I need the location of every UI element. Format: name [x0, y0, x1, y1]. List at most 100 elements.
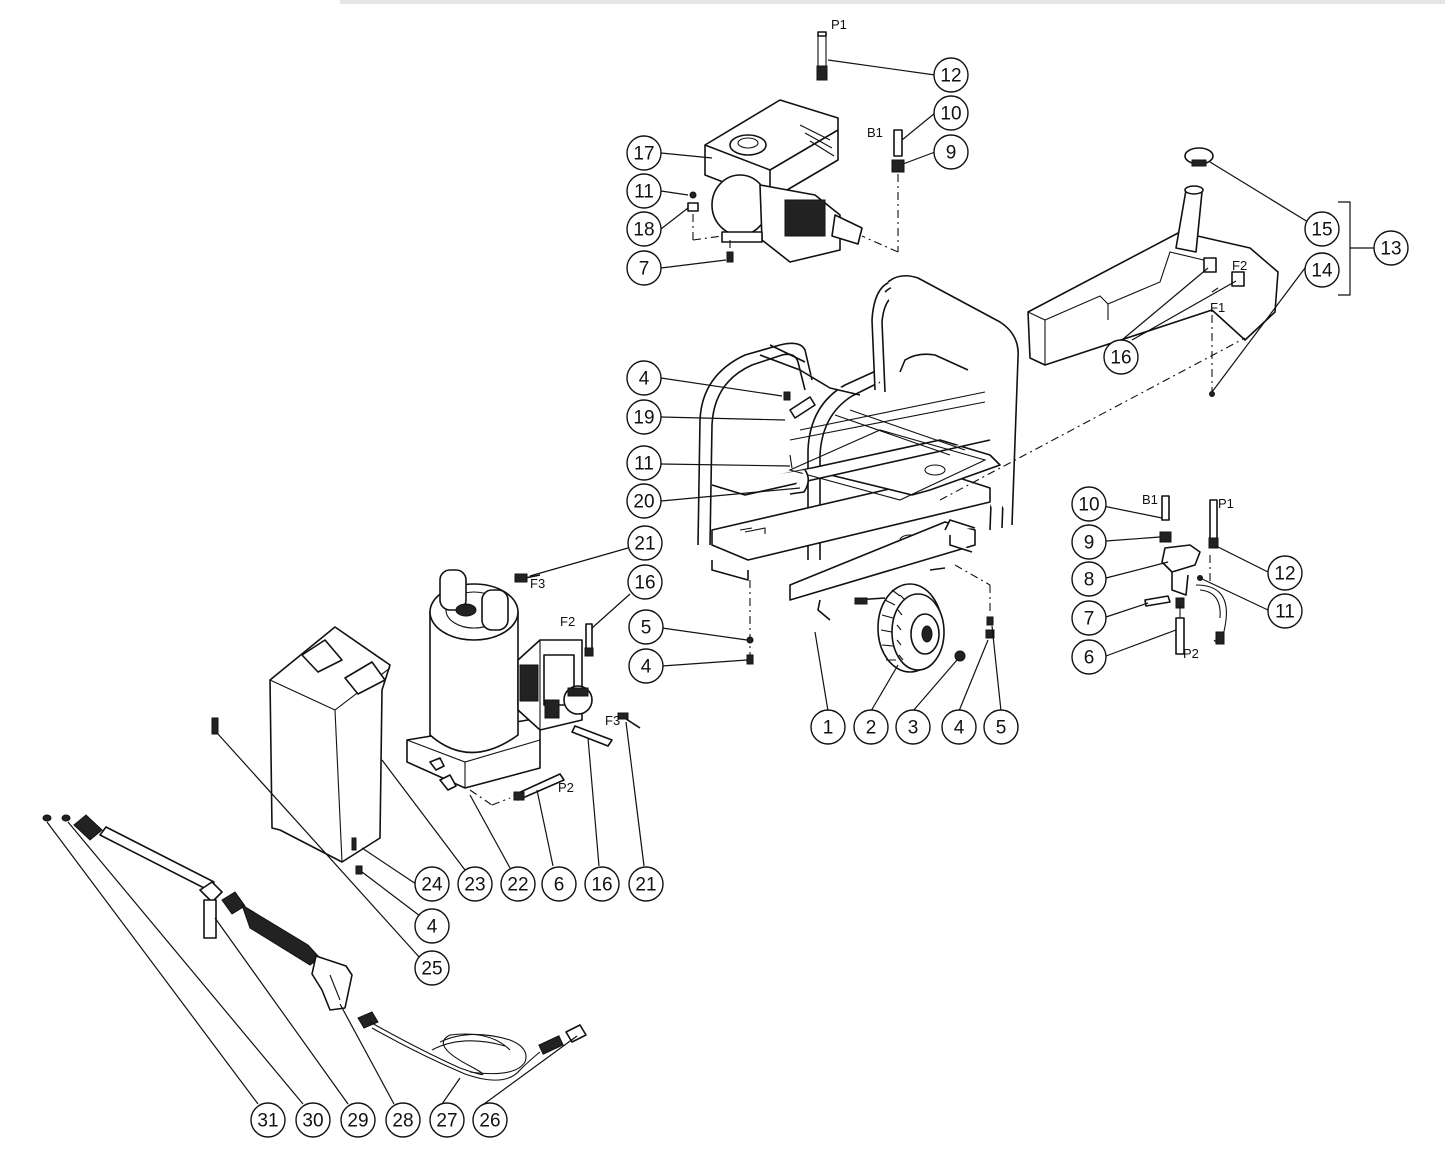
callout-16-boiler-label: 16: [634, 573, 655, 594]
callout-5-wheel: 5: [983, 709, 1019, 745]
unloader-assembly: [1144, 495, 1227, 655]
callout-16-tank: 16: [1103, 339, 1139, 375]
callout-6-boiler-label: 6: [554, 875, 565, 896]
callout-7-engine-label: 7: [639, 259, 650, 280]
callout-31-label: 31: [257, 1111, 278, 1132]
leader-lines: [46, 59, 1375, 1105]
callout-16-bottom-label: 16: [591, 875, 612, 896]
callout-9-engine-label: 9: [946, 143, 957, 164]
boiler-assembly: [406, 569, 641, 806]
callout-28: 28: [385, 1102, 421, 1138]
callout-13-label: 13: [1380, 239, 1401, 260]
callout-4-top-label: 4: [639, 369, 650, 390]
callout-14: 14: [1304, 252, 1340, 288]
callout-5-wheel-label: 5: [996, 718, 1007, 739]
callout-24: 24: [414, 866, 450, 902]
callout-26-label: 26: [479, 1111, 500, 1132]
callout-1-label: 1: [823, 718, 834, 739]
engine-pump-assembly: [687, 31, 863, 263]
callout-9-valve-label: 9: [1084, 533, 1095, 554]
callout-23: 23: [457, 866, 493, 902]
tag-f3-top: F3: [530, 576, 545, 591]
tag-f1-tank: F1: [1210, 300, 1225, 315]
callout-19-label: 19: [633, 408, 654, 429]
frame-cart: [697, 274, 1246, 665]
callout-22: 22: [500, 866, 536, 902]
wheel: [877, 583, 966, 673]
callout-4-wheel-label: 4: [954, 718, 965, 739]
callout-10-valve-label: 10: [1078, 495, 1099, 516]
callout-11-engine-label: 11: [634, 182, 654, 203]
callout-3: 3: [895, 709, 931, 745]
wand-gun-hose: [42, 814, 587, 1081]
tag-b1-valve: B1: [1142, 492, 1158, 507]
callout-1: 1: [810, 709, 846, 745]
callout-30: 30: [295, 1102, 331, 1138]
callout-9-valve: 9: [1071, 524, 1107, 560]
callout-4-top: 4: [626, 360, 662, 396]
callout-12-engine: 12: [933, 57, 969, 93]
callout-21-bottom-label: 21: [635, 875, 656, 896]
tag-f3-bottom: F3: [605, 713, 620, 728]
tag-p1-engine: P1: [831, 17, 847, 32]
callout-25: 25: [414, 950, 450, 986]
callout-30-label: 30: [302, 1111, 323, 1132]
callout-11-frame: 11: [626, 445, 662, 481]
tag-f2-boiler: F2: [560, 614, 575, 629]
callout-9-engine: 9: [933, 134, 969, 170]
callout-10-engine: 10: [933, 95, 969, 131]
callout-17-label: 17: [633, 144, 654, 165]
callout-8: 8: [1071, 561, 1107, 597]
callout-6-boiler: 6: [541, 866, 577, 902]
callout-31: 31: [250, 1102, 286, 1138]
callout-16-tank-label: 16: [1110, 348, 1131, 369]
callout-21-top: 21: [627, 525, 663, 561]
callout-20: 20: [626, 483, 662, 519]
callout-20-label: 20: [633, 492, 654, 513]
callout-10-engine-label: 10: [940, 104, 961, 125]
tag-p2-hose: P2: [558, 780, 574, 795]
callout-6-valve: 6: [1071, 639, 1107, 675]
callout-2-label: 2: [866, 718, 877, 739]
callout-10-valve: 10: [1071, 486, 1107, 522]
callout-13: 13: [1373, 230, 1409, 266]
callout-11-engine: 11: [626, 173, 662, 209]
callout-22-label: 22: [507, 875, 528, 896]
callout-19: 19: [626, 399, 662, 435]
callout-29-label: 29: [347, 1111, 368, 1132]
callout-4-frame: 4: [628, 648, 664, 684]
engine-bypass-parts: [861, 129, 905, 253]
callout-7-engine: 7: [626, 250, 662, 286]
callout-27-label: 27: [436, 1111, 457, 1132]
callout-8-label: 8: [1084, 570, 1095, 591]
callout-12-engine-label: 12: [940, 66, 961, 87]
callout-12-valve: 12: [1267, 555, 1303, 591]
callout-17: 17: [626, 135, 662, 171]
callout-7-valve: 7: [1071, 600, 1107, 636]
tag-f2-tank: F2: [1232, 258, 1247, 273]
callout-7-valve-label: 7: [1084, 609, 1095, 630]
callout-25-label: 25: [421, 959, 442, 980]
callout-5-frame: 5: [628, 609, 664, 645]
callout-4-wheel: 4: [941, 709, 977, 745]
callout-15-label: 15: [1311, 220, 1332, 241]
callout-11-frame-label: 11: [634, 454, 654, 475]
heat-shield: [211, 626, 391, 875]
callout-16-bottom: 16: [584, 866, 620, 902]
callout-21-bottom: 21: [628, 866, 664, 902]
callout-15: 15: [1304, 211, 1340, 247]
callout-23-label: 23: [464, 875, 485, 896]
callout-11-valve: 11: [1267, 593, 1303, 629]
callout-24-label: 24: [421, 875, 443, 896]
callout-21-top-label: 21: [634, 534, 655, 555]
callout-4-shield-label: 4: [427, 917, 438, 938]
callout-26: 26: [472, 1102, 508, 1138]
callout-16-boiler: 16: [627, 564, 663, 600]
tag-p2-valve: P2: [1183, 646, 1199, 661]
callout-5-frame-label: 5: [641, 618, 652, 639]
callout-4-frame-label: 4: [641, 657, 652, 678]
connection-tags: P1 B1 F2 F1 B1 P1 P2 F3 F2 F3 P2: [530, 17, 1247, 795]
callout-2: 2: [853, 709, 889, 745]
tag-b1-engine: B1: [867, 125, 883, 140]
